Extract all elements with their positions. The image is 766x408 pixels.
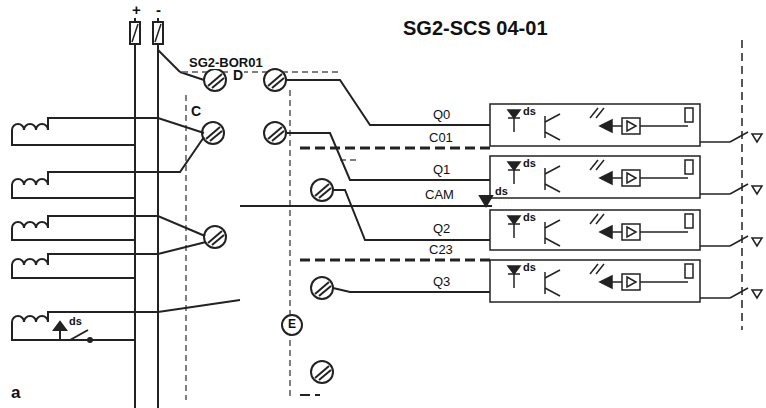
fuse-symbol — [130, 22, 140, 44]
polarity-sign: + — [131, 2, 142, 17]
diode-label: ds — [522, 262, 537, 273]
diode-label: ds — [522, 212, 537, 223]
signal-name: CAM — [424, 188, 455, 201]
signal-name: Q0 — [432, 108, 451, 121]
signal-name: C01 — [428, 131, 454, 144]
bus-line — [134, 44, 136, 408]
board-name: SG2-BOR01 — [188, 56, 264, 69]
opto-module — [490, 104, 700, 302]
terminal-letter: E — [287, 318, 297, 330]
diode-label: ds — [522, 158, 537, 169]
signal-name: Q1 — [432, 163, 451, 176]
signal-name: Q2 — [432, 222, 451, 235]
signal-wires — [240, 80, 490, 395]
terminal-letter: D — [232, 68, 244, 82]
diode-label: ds — [494, 186, 509, 197]
module-symbols — [508, 108, 762, 298]
polarity-sign: - — [155, 2, 162, 17]
bus-line — [157, 44, 159, 408]
terminal-letter: C — [190, 104, 202, 118]
isolation-line — [741, 40, 743, 330]
figure-letter: a — [10, 384, 21, 401]
relay-coil — [12, 118, 240, 342]
diode-label: ds — [68, 316, 83, 327]
terminal-block — [202, 69, 333, 383]
signal-name: C23 — [428, 243, 454, 256]
diode-label: ds — [522, 106, 537, 117]
board-outline — [182, 72, 360, 400]
signal-name: Q3 — [432, 275, 451, 288]
fuse-symbol — [153, 22, 163, 44]
diagram-title: SG2-SCS 04-01 — [402, 18, 549, 38]
